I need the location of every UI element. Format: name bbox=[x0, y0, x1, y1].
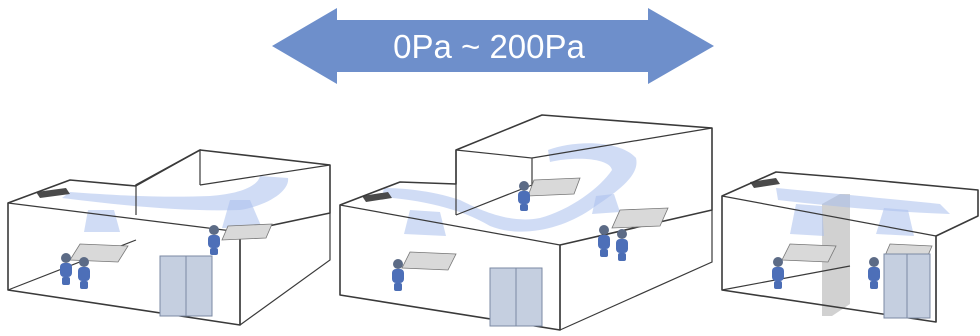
airflow-downdraft bbox=[592, 194, 620, 214]
seated-person-icon bbox=[518, 181, 530, 211]
scene-partitioned-rooms bbox=[721, 171, 979, 323]
room-outline bbox=[339, 114, 713, 331]
ceiling-unit-icon bbox=[36, 188, 70, 198]
airflow-stream bbox=[382, 143, 637, 232]
airflow-downdraft bbox=[222, 200, 262, 228]
pressure-range-label: 0Pa ~ 200Pa bbox=[393, 28, 585, 65]
room-edges bbox=[721, 195, 937, 322]
seated-person-icon bbox=[772, 257, 784, 289]
meeting-table bbox=[69, 243, 129, 263]
ceiling-unit-icon bbox=[750, 178, 780, 188]
meeting-table bbox=[781, 243, 837, 263]
airflow-downdraft bbox=[790, 204, 824, 236]
meeting-table bbox=[611, 207, 669, 229]
room-outline bbox=[721, 171, 979, 323]
seated-person-icon bbox=[392, 259, 404, 291]
seated-person-icon bbox=[208, 225, 220, 255]
desk bbox=[401, 251, 457, 271]
seated-people-icon bbox=[60, 253, 90, 289]
room-edges bbox=[7, 148, 331, 326]
airflow-stream bbox=[62, 176, 289, 211]
airflow-stream bbox=[776, 188, 950, 214]
seated-people-icon bbox=[598, 225, 628, 261]
pressure-range-arrow: 0Pa ~ 200Pa bbox=[272, 8, 714, 84]
partition-wall bbox=[822, 194, 850, 316]
meeting-table bbox=[527, 177, 581, 197]
airflow-downdraft bbox=[404, 210, 446, 236]
ceiling-unit-icon bbox=[362, 192, 392, 202]
desk bbox=[221, 223, 273, 241]
scene-l-shaped-office bbox=[7, 148, 331, 326]
room-edges bbox=[339, 127, 713, 331]
double-arrow-shape bbox=[272, 8, 714, 84]
seated-person-icon bbox=[868, 257, 880, 289]
scene-two-level-office bbox=[339, 114, 713, 331]
airflow-downdraft bbox=[876, 208, 914, 236]
